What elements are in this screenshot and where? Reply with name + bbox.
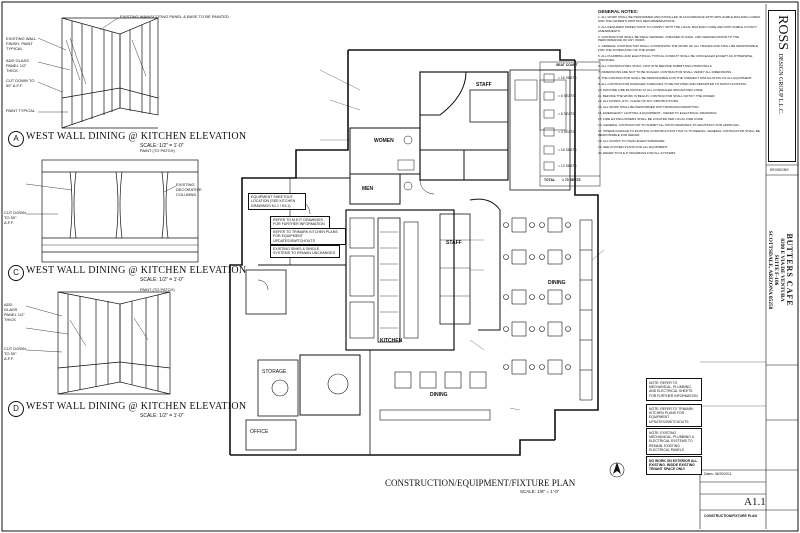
- elevation-c-drawing: [41, 159, 199, 263]
- seat-count-row: = 6 SEATS: [558, 94, 575, 98]
- elevation-d-drawing: [57, 291, 171, 395]
- project-address-2: SUITE F-106: [772, 254, 779, 286]
- general-notes-title: GENERAL NOTES:: [598, 9, 639, 14]
- plan-title: CONSTRUCTION/EQUIPMENT/FIXTURE PLAN: [385, 478, 576, 488]
- elev-d-label-3: CUT DOWN TO 50" A.F.F.: [4, 346, 26, 361]
- elev-a-label-1: EXISTING WALL FINISH, PAINT TYPICAL: [6, 36, 37, 51]
- general-note: 13. ALL WORK SHALL BE PERFORMED WITH MIN…: [598, 105, 700, 110]
- elevation-d-marker: D: [8, 401, 24, 417]
- plan-callout-2: REFER TO M.E.P. DRAWINGS FOR FURTHER INF…: [270, 216, 330, 229]
- sheet-number: A1.1: [744, 496, 766, 508]
- project-address-1: 8390 E VIA DE VENTURA: [779, 238, 785, 302]
- seat-count-title: SEAT COUNT: [556, 63, 578, 67]
- side-note-4: NO WORK ON EXTERIOR ALL EXISTING. INSIDE…: [646, 456, 702, 475]
- seat-count-row: = 10 SEATS: [558, 164, 577, 168]
- elev-d-label-1: PAINT (TO PATCH): [140, 287, 175, 292]
- plan-callout-1: EQUIPMENT SHEETOUT LOCATION (SEE KITCHEN…: [248, 193, 306, 211]
- room-women: WOMEN: [374, 138, 394, 144]
- elevation-d-scale: SCALE: 1/2" = 1'-0": [140, 413, 184, 419]
- seat-count-total-value: = 70 SEATS: [562, 178, 581, 182]
- general-note: 16. GENERAL CONTRACTOR TO SUBMIT ALL SHO…: [598, 123, 741, 128]
- elevation-a-scale: SCALE: 1/2" = 1'-0": [140, 143, 184, 149]
- plan-callout-4: EXISTING SINKS & SINGLE SYSTEMS TO REMAI…: [270, 245, 340, 258]
- general-note: 18. ALL DOORS TO HAVE LEVER HARDWARE.: [598, 138, 666, 143]
- plan-scale: SCALE: 1/8" = 1'-0": [520, 489, 560, 494]
- general-note: 14. EMERGENCY LIGHTING & EQUIPMENT - REF…: [598, 111, 718, 116]
- general-note: 4. GENERAL CONTRACTOR SHALL COORDINATE T…: [598, 44, 759, 53]
- general-note: 15. FIRE EXTINGUISHERS SHALL BE LOCATED …: [598, 117, 704, 122]
- general-notes: GENERAL NOTES: 1. ALL WORK SHALL BE PERF…: [598, 9, 764, 157]
- general-note: 10. PROVIDE FIRE BLOCKING AT ALL CONCEAL…: [598, 87, 704, 92]
- elevation-c-title: WEST WALL DINING @ KITCHEN ELEVATION: [26, 265, 247, 276]
- room-dining: DINING: [430, 392, 448, 398]
- elevation-c-marker: C: [8, 265, 24, 281]
- sheet-title: CONSTRUCTION/FIXTURE PLAN: [704, 514, 757, 518]
- elev-a-label-3: CUT DOWN TO 50" A.F.F.: [6, 78, 35, 88]
- general-note: 9. ALL CONTRACTOR DAMAGED SURFACES TO BE…: [598, 81, 747, 86]
- seat-count-row: = 4 SEATS: [558, 130, 575, 134]
- firm-logo: ROSS DESIGN GROUP L.L.C.: [769, 11, 795, 165]
- drawing-date: Dates: 06/20/2011: [704, 472, 732, 476]
- general-note: 6. ALL CONTRACTORS SHALL VISIT SITE BEFO…: [598, 63, 713, 68]
- firm-subtitle: DESIGN GROUP L.L.C.: [777, 53, 783, 115]
- general-note: 1. ALL WORK SHALL BE PERFORMED AND INSTA…: [598, 14, 761, 23]
- general-note: 8. THE CONTRACTOR SHALL BE RESPONSIBLE F…: [598, 75, 753, 80]
- side-note-1: NOTE: REFER TO MECHANICAL, PLUMBING, AND…: [646, 378, 702, 401]
- seat-count-total-label: TOTAL: [544, 178, 555, 182]
- elev-a-label-4: PAINT TYPICAL: [6, 108, 36, 113]
- general-note: 2. ALL REQUIRED INSPECTIONS TO COMPLY WI…: [598, 24, 757, 33]
- elev-c-label-2: EXISTING DECORATIVE COLUMNS: [176, 182, 202, 197]
- general-note: 11. BEFORE THE WORK IS BEGUN, CONTRACTOR…: [598, 93, 716, 98]
- room-men: MEN: [362, 186, 374, 192]
- room-staff: STAFF: [476, 82, 492, 88]
- side-note-2: NOTE: REFER TO TRIMARK KITCHEN PLANS FOR…: [646, 404, 702, 427]
- seat-count-row: = 16 SEATS: [558, 148, 577, 152]
- elevation-a-marker: A: [8, 131, 24, 147]
- seat-count-row: = 8 SEATS: [558, 112, 575, 116]
- project-block: BUTTERS CAFE 8390 E VIA DE VENTURA SUITE…: [766, 180, 794, 360]
- side-note-3: NOTE: EXISTING MECHANICAL, PLUMBING & EL…: [646, 428, 702, 456]
- general-note: 5. ALL PLUMBING AND ELECTRICAL TYPICAL C…: [598, 54, 753, 63]
- elevation-d-title: WEST WALL DINING @ KITCHEN ELEVATION: [26, 401, 247, 412]
- seat-count-table: [539, 61, 601, 187]
- plan-callout-3: REFER TO TRIMARK KITCHEN PLANS FOR EQUIP…: [270, 228, 346, 246]
- firm-name: ROSS: [775, 15, 790, 51]
- elev-d-label-2: ADD GLASS PANEL 1/2" THICK: [4, 302, 25, 322]
- general-note: 17. WHERE DAMAGE TO EXISTING CONSTRUCTIO…: [598, 128, 760, 137]
- room-storage: STORAGE: [262, 369, 287, 375]
- elev-a-label-5: EXISTING WAINSCOTING PANEL & BASE TO BE …: [120, 14, 229, 19]
- elevation-c-scale: SCALE: 1/2" = 1'-0": [140, 277, 184, 283]
- room-dining-2: DINING: [548, 280, 566, 286]
- seat-count-row: = 16 SEATS: [558, 76, 577, 80]
- elev-c-label-1: PAINT (TO PATCH): [140, 148, 175, 153]
- room-office: OFFICE: [250, 429, 269, 435]
- room-staff-2: STAFF: [446, 240, 462, 246]
- room-kitchen: KITCHEN: [380, 338, 403, 344]
- revisions-label: REVISIONS: [770, 168, 789, 172]
- elev-c-label-3: CUT DOWN TO 50" A.F.F.: [4, 210, 26, 225]
- general-note: 12. ALL DOORS, ETC. CLEAR OF ANY OBSTRUC…: [598, 99, 679, 104]
- general-note: 20. REFER TO M.E.P. DRAWINGS FOR ALL SYS…: [598, 150, 677, 155]
- general-note: 19. SEE KITCHEN PLANS FOR ALL EQUIPMENT.: [598, 144, 669, 149]
- elev-a-label-2: ADD GLASS PANEL 1/2" THICK: [6, 58, 29, 73]
- elevation-a-drawing: [61, 17, 159, 129]
- firm-brand: ROSS DESIGN GROUP L.L.C.: [768, 10, 796, 162]
- elevation-a-title: WEST WALL DINING @ KITCHEN ELEVATION: [26, 131, 247, 142]
- general-note: 7. DIMENSIONS ARE NOT TO BE SCALED. CONT…: [598, 69, 733, 74]
- project-address-3: SCOTTSDALE, ARIZONA 85258: [766, 230, 773, 310]
- project-name: BUTTERS CAFE: [785, 233, 794, 307]
- general-note: 3. CONTRACTOR SHALL BE FIELD VERIFIED, C…: [598, 34, 740, 43]
